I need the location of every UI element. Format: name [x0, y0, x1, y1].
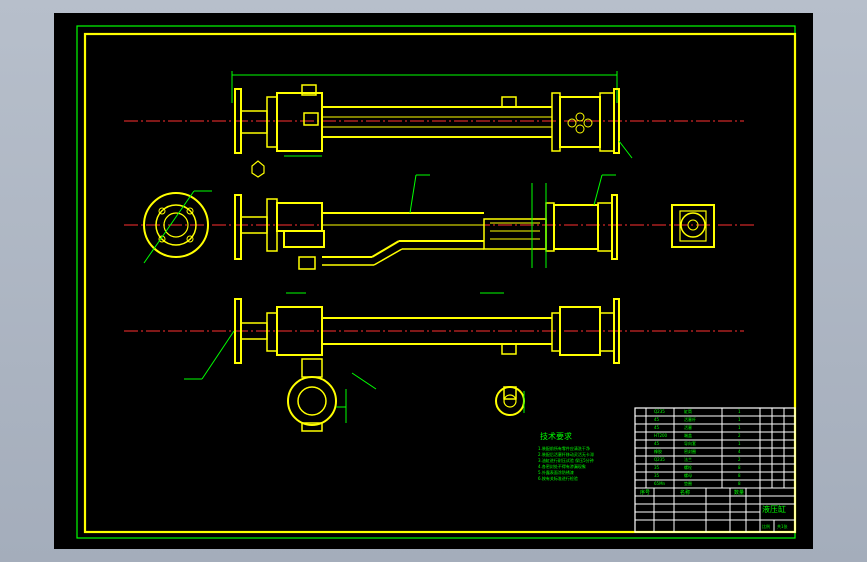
svg-text:导向套: 导向套 [684, 440, 696, 446]
svg-text:垫圈: 垫圈 [684, 480, 692, 486]
cad-drawing: 技术要求 1.装配前所有零件应清洗干净 2.装配后活塞杆移动灵活无卡滞 3.油缸… [76, 25, 797, 539]
svg-text:活塞: 活塞 [684, 424, 692, 430]
svg-text:65Mn: 65Mn [654, 481, 666, 486]
sheet-label: 共1张 [777, 523, 788, 529]
title-block: Q235 缸筒 1 45 活塞杆 1 45 活塞 1 HT200 端盖 2 45… [634, 407, 796, 533]
tech-note: 2.装配后活塞杆移动灵活无卡滞 [538, 451, 594, 457]
top-view [231, 71, 633, 178]
svg-text:35: 35 [654, 473, 660, 478]
svg-text:1: 1 [738, 441, 741, 446]
svg-text:螺母: 螺母 [684, 472, 692, 478]
tech-note: 6.按有关标准进行检验 [538, 475, 578, 481]
svg-text:缸筒: 缸筒 [684, 408, 692, 414]
svg-text:35: 35 [654, 465, 660, 470]
svg-text:活塞杆: 活塞杆 [684, 416, 696, 422]
tech-note: 4.各密封处不得有渗漏现象 [538, 463, 586, 469]
svg-text:橡胶: 橡胶 [654, 448, 662, 454]
svg-text:8: 8 [738, 481, 741, 486]
svg-text:4: 4 [738, 449, 741, 454]
svg-text:1: 1 [738, 425, 741, 430]
svg-text:45: 45 [654, 425, 660, 430]
drawing-canvas: 技术要求 1.装配前所有零件应清洗干净 2.装配后活塞杆移动灵活无卡滞 3.油缸… [54, 13, 813, 549]
svg-text:Q235: Q235 [654, 457, 665, 462]
drawing-title: 液压缸 [762, 504, 786, 514]
svg-text:2: 2 [738, 433, 741, 438]
svg-text:45: 45 [654, 417, 660, 422]
svg-text:1: 1 [738, 409, 741, 414]
svg-text:HT200: HT200 [654, 433, 668, 438]
svg-text:8: 8 [738, 465, 741, 470]
svg-text:法兰: 法兰 [684, 456, 692, 462]
svg-text:Q235: Q235 [654, 409, 665, 414]
svg-text:1: 1 [738, 417, 741, 422]
inner-frame [83, 32, 797, 534]
bom-header-name: 名称 [680, 489, 690, 496]
technical-notes: 技术要求 1.装配前所有零件应清洗干净 2.装配后活塞杆移动灵活无卡滞 3.油缸… [538, 431, 594, 481]
svg-text:2: 2 [738, 457, 741, 462]
bottom-view [184, 292, 620, 432]
tech-note: 1.装配前所有零件应清洗干净 [538, 445, 590, 451]
scale-label: 比例 [762, 523, 770, 529]
tech-title: 技术要求 [540, 431, 572, 441]
svg-text:螺栓: 螺栓 [684, 464, 692, 470]
tech-note: 5.外露表面涂防锈漆 [538, 469, 574, 475]
bom-header-index: 序号 [640, 489, 650, 496]
svg-text:45: 45 [654, 441, 660, 446]
middle-view [143, 174, 715, 270]
svg-text:密封圈: 密封圈 [684, 448, 696, 454]
svg-text:8: 8 [738, 473, 741, 478]
svg-text:端盖: 端盖 [684, 432, 692, 438]
bom-header-qty: 数量 [734, 489, 744, 496]
tech-note: 3.油缸进行耐压试验 保压5分钟 [538, 457, 594, 463]
